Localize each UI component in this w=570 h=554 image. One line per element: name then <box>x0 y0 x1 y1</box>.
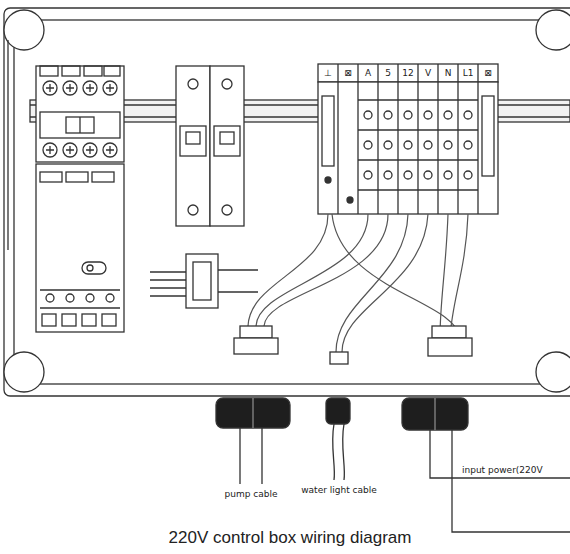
terminal-label: N <box>445 67 452 79</box>
diagram-caption: 220V control box wiring diagram <box>169 528 412 548</box>
terminal-label: ⊠ <box>484 67 492 79</box>
terminal-label: ⊥ <box>324 67 332 79</box>
terminal-label: 5 <box>385 67 391 79</box>
terminal-label: A <box>365 67 371 79</box>
cable-label: pump cable <box>224 489 279 500</box>
terminal-label: L1 <box>463 67 474 79</box>
cable-label: input power(220V <box>461 465 544 476</box>
terminal-label: 12 <box>402 67 413 79</box>
terminal-label: ⊠ <box>344 67 352 79</box>
cable-label: water light cable <box>300 485 378 496</box>
terminal-label: V <box>425 67 431 79</box>
